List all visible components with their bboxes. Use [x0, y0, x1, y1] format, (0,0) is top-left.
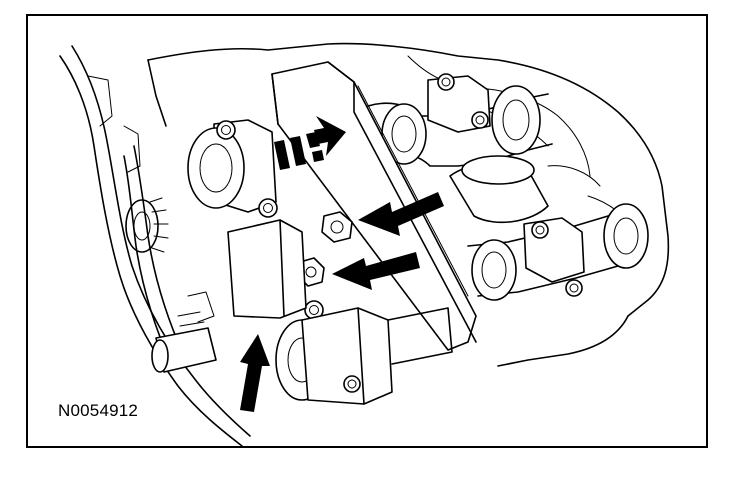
lower-camshaft: [467, 203, 649, 301]
plug-well-boss: [449, 155, 601, 224]
timing-cover-outline: [59, 45, 251, 446]
front-shaft-stub: [151, 327, 217, 373]
timing-sprocket: [123, 145, 215, 367]
figure-frame: N0054912: [26, 14, 708, 448]
dashed-direction-arrow: [274, 116, 346, 170]
upper-camshaft: [367, 73, 553, 167]
figure-id-label: N0054912: [58, 401, 139, 420]
engine-line-drawing: [59, 42, 670, 446]
lower-bolt-arrow: [332, 252, 420, 290]
front-cam-caps: [187, 119, 278, 218]
upper-bolt-arrow: [358, 192, 444, 236]
bottom-pointer-arrow: [240, 334, 270, 412]
lower-front-cam: [227, 219, 453, 405]
